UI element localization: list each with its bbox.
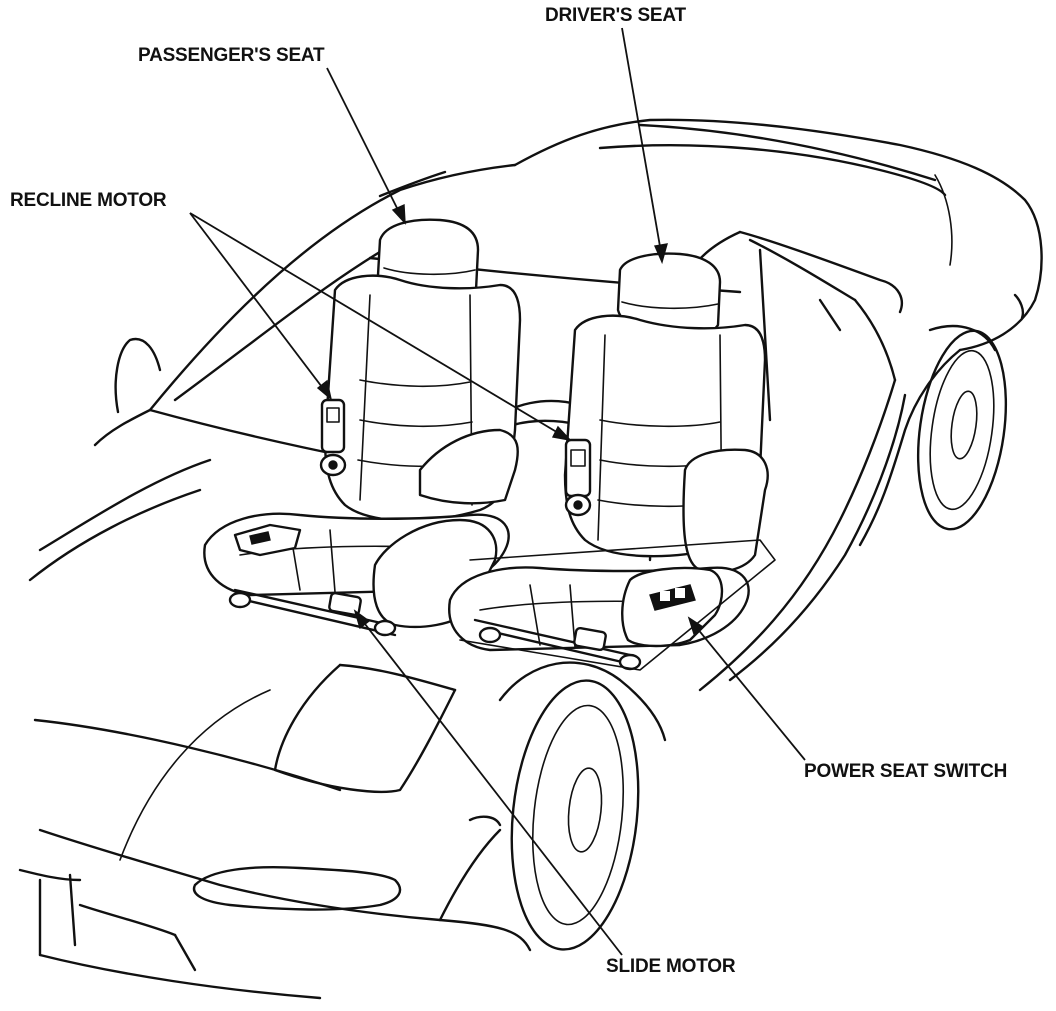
slide-motor-label: SLIDE MOTOR <box>606 956 736 977</box>
car-body <box>18 118 1043 1000</box>
passenger-recline-motor <box>319 398 347 477</box>
passengers-seat <box>203 218 522 637</box>
leader-lines <box>189 27 806 956</box>
drivers-seat-label: DRIVER'S SEAT <box>545 5 686 26</box>
drivers-seat <box>448 252 776 671</box>
recline-motor-label: RECLINE MOTOR <box>10 190 167 211</box>
power-seat-switch-label: POWER SEAT SWITCH <box>804 761 1008 782</box>
passengers-seat-label: PASSENGER'S SEAT <box>138 45 325 66</box>
driver-recline-motor <box>564 438 592 517</box>
